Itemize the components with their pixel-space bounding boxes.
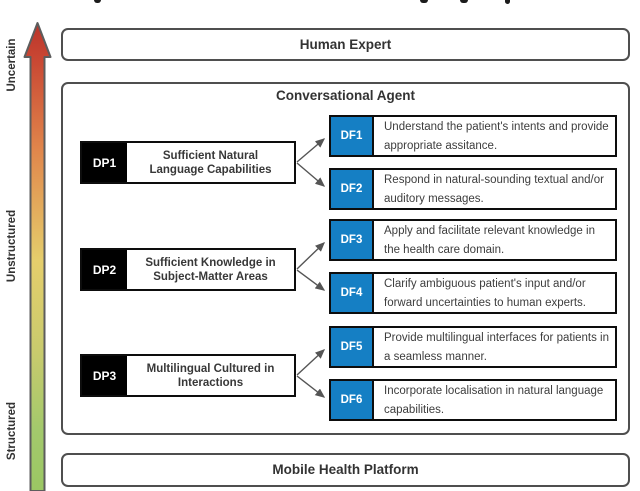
dp3-text: Multilingual Cultured in Interactions: [127, 356, 294, 395]
df2-line1: Respond in natural-sounding textual and/…: [384, 174, 604, 186]
df3-unit: DF3 Apply and facilitate relevant knowle…: [329, 219, 617, 261]
dp2-text: Sufficient Knowledge in Subject-Matter A…: [127, 250, 294, 289]
dp1-tag: DP1: [82, 143, 127, 182]
df3-text: Apply and facilitate relevant knowledge …: [374, 221, 615, 259]
df6-line2: capabilities.: [384, 403, 445, 416]
caption-fragment: [505, 0, 510, 4]
df5-line2: a seamless manner.: [384, 350, 487, 363]
dp3-tag: DP3: [82, 356, 127, 395]
df2-text: Respond in natural-sounding textual and/…: [374, 170, 615, 208]
human-expert-box: Human Expert: [61, 28, 630, 61]
df4-unit: DF4 Clarify ambiguous patient's input an…: [329, 272, 617, 314]
dp2-line1: Sufficient Knowledge in: [145, 256, 276, 269]
df1-line1: Understand the patient's intents and pro…: [384, 121, 609, 133]
conversational-agent-title: Conversational Agent: [275, 88, 416, 103]
human-expert-title: Human Expert: [299, 37, 392, 52]
dp2-line2: Subject-Matter Areas: [153, 270, 268, 283]
df3-line1: Apply and facilitate relevant knowledge …: [384, 225, 595, 237]
df6-tag: DF6: [331, 381, 374, 419]
df2-unit: DF2 Respond in natural-sounding textual …: [329, 168, 617, 210]
df6-unit: DF6 Incorporate localisation in natural …: [329, 379, 617, 421]
df3-line2: the health care domain.: [384, 243, 505, 256]
dp3-line2: Interactions: [177, 376, 244, 389]
caption-fragment: [460, 0, 468, 3]
dp1-line1: Sufficient Natural: [162, 149, 259, 162]
dp1-text: Sufficient Natural Language Capabilities: [127, 143, 294, 182]
dp2-unit: DP2 Sufficient Knowledge in Subject-Matt…: [80, 248, 296, 291]
df6-text: Incorporate localisation in natural lang…: [374, 381, 615, 419]
dp1-line2: Language Capabilities: [149, 163, 272, 176]
df5-tag: DF5: [331, 328, 374, 366]
dp3-line1: Multilingual Cultured in: [146, 362, 275, 375]
df5-unit: DF5 Provide multilingual interfaces for …: [329, 326, 617, 368]
caption-fragment: [94, 0, 101, 3]
dp1-unit: DP1 Sufficient Natural Language Capabili…: [80, 141, 296, 184]
df4-text: Clarify ambiguous patient's input and/or…: [374, 274, 615, 312]
df4-line1: Clarify ambiguous patient's input and/or: [384, 278, 586, 290]
df5-line1: Provide multilingual interfaces for pati…: [384, 332, 610, 344]
df1-text: Understand the patient's intents and pro…: [374, 117, 615, 155]
df6-line1: Incorporate localisation in natural lang…: [384, 385, 604, 397]
df2-line2: auditory messages.: [384, 192, 484, 205]
df3-tag: DF3: [331, 221, 374, 259]
df1-unit: DF1 Understand the patient's intents and…: [329, 115, 617, 157]
df4-tag: DF4: [331, 274, 374, 312]
caption-fragment: [420, 0, 428, 3]
df5-text: Provide multilingual interfaces for pati…: [374, 328, 615, 366]
mobile-health-platform-title: Mobile Health Platform: [272, 462, 419, 477]
df2-tag: DF2: [331, 170, 374, 208]
df1-tag: DF1: [331, 117, 374, 155]
mobile-health-platform-box: Mobile Health Platform: [61, 453, 630, 487]
df4-line2: forward uncertainties to human experts.: [384, 296, 586, 309]
df1-line2: appropriate assitance.: [384, 139, 498, 152]
dp2-tag: DP2: [82, 250, 127, 289]
dp3-unit: DP3 Multilingual Cultured in Interaction…: [80, 354, 296, 397]
